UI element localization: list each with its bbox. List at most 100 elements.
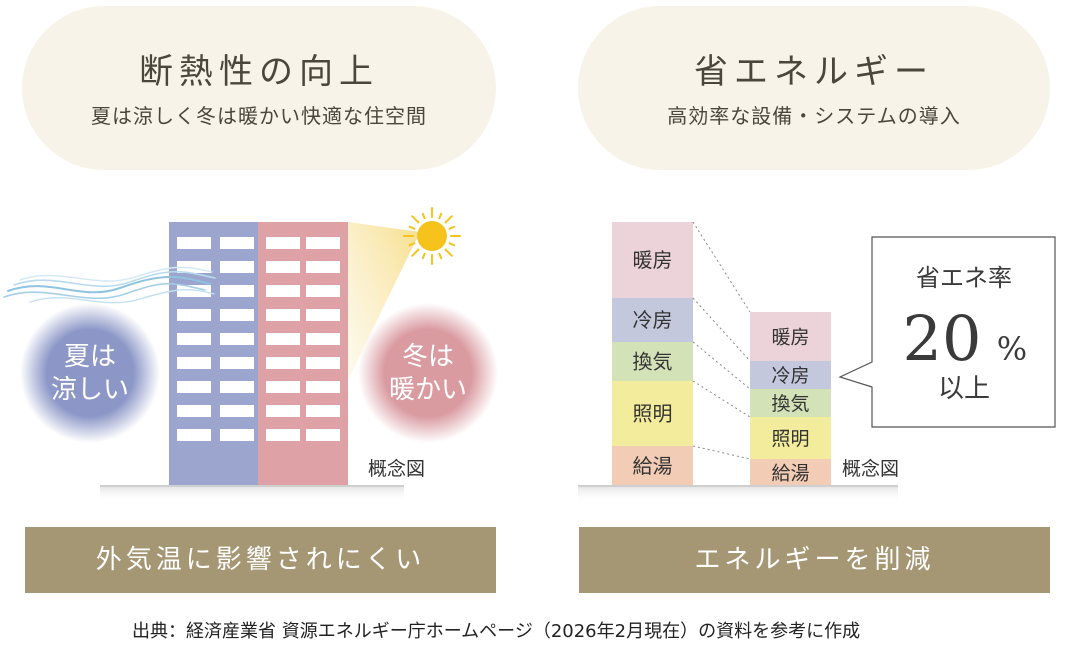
- sun-ray: [408, 242, 416, 247]
- window: [266, 261, 300, 273]
- window: [220, 285, 254, 297]
- ground-shadow: [100, 486, 404, 502]
- summer-label-line2: 涼しい: [51, 375, 129, 405]
- window: [220, 261, 254, 273]
- sun-ray: [411, 248, 420, 257]
- sunlight-beam: [348, 222, 420, 380]
- savings-callout-unit: %: [997, 330, 1027, 368]
- cool-glow: [20, 303, 160, 443]
- window: [306, 333, 340, 345]
- sun-ray: [408, 225, 416, 230]
- insulation-subtitle: 夏は涼しく冬は暖かい快適な住空間: [91, 104, 427, 128]
- window: [220, 237, 254, 249]
- ground-shadow: [578, 486, 898, 502]
- warm-glow: [358, 303, 498, 443]
- savings-callout-suffix: 以上: [938, 374, 990, 404]
- energy-reduction-diagram: 暖房冷房換気照明給湯 暖房冷房換気照明給湯 概念図 省エネ率 20 % 以上: [534, 190, 1068, 510]
- sun-ray: [411, 215, 420, 224]
- concept-diagram-note: 概念図: [842, 457, 899, 480]
- after-stack-segment: [750, 417, 831, 459]
- sun-ray: [438, 212, 443, 220]
- summer-label-line1: 夏は: [64, 342, 116, 372]
- window: [177, 333, 211, 345]
- before-stack-label: 冷房: [633, 308, 673, 332]
- sun-ray: [448, 242, 456, 247]
- window: [220, 429, 254, 441]
- wind-icon: [3, 266, 216, 304]
- window: [220, 333, 254, 345]
- before-stack-label: 換気: [633, 350, 673, 374]
- window: [306, 381, 340, 393]
- window: [306, 309, 340, 321]
- window: [177, 357, 211, 369]
- connector-line: [692, 380, 751, 418]
- sun-ray: [444, 248, 453, 257]
- window: [266, 285, 300, 297]
- window: [177, 429, 211, 441]
- after-stack-label: 給湯: [771, 462, 809, 484]
- energy-saving-banner: エネルギーを削減: [579, 527, 1050, 593]
- window: [266, 381, 300, 393]
- window: [220, 381, 254, 393]
- sun-ray: [444, 215, 453, 224]
- window: [266, 405, 300, 417]
- concept-diagram-note: 概念図: [368, 457, 425, 480]
- before-stack-segment: [612, 381, 693, 446]
- source-note: 出典：経済産業省 資源エネルギー庁ホームページ（2026年2月現在）の資料を参考…: [132, 621, 861, 642]
- window: [177, 285, 211, 297]
- window: [306, 405, 340, 417]
- sun-ray: [421, 212, 426, 220]
- savings-callout: [838, 236, 1056, 428]
- sun-ray: [421, 252, 426, 260]
- reduction-connectors: [692, 221, 751, 487]
- savings-callout-number: 20: [903, 302, 982, 375]
- after-stack-label: 換気: [771, 393, 809, 415]
- sun-icon: [403, 207, 461, 265]
- after-stack-label: 暖房: [771, 326, 809, 348]
- after-stack-segment: [750, 312, 831, 361]
- insulation-title: 断熱性の向上: [139, 52, 379, 92]
- winter-label-line2: 暖かい: [389, 375, 467, 405]
- insulation-diagram: 夏は 涼しい 冬は 暖かい 概念図: [0, 190, 534, 510]
- window: [220, 405, 254, 417]
- connector-line: [692, 445, 751, 460]
- before-stack-label: 給湯: [633, 454, 673, 478]
- window: [177, 405, 211, 417]
- insulation-header: 断熱性の向上 夏は涼しく冬は暖かい快適な住空間: [22, 6, 496, 170]
- connector-line: [692, 221, 751, 313]
- window: [177, 237, 211, 249]
- winter-label-line1: 冬は: [402, 342, 454, 372]
- window: [177, 309, 211, 321]
- after-stack-segment: [750, 459, 831, 486]
- insulation-illustration: 夏は 涼しい 冬は 暖かい 概念図: [3, 207, 498, 502]
- after-stack-label: 照明: [771, 428, 809, 450]
- after-stack-segment: [750, 389, 831, 417]
- window: [266, 357, 300, 369]
- window: [177, 381, 211, 393]
- energy-saving-header: 省エネルギー 高効率な設備・システムの導入: [578, 6, 1050, 170]
- window: [306, 357, 340, 369]
- sun-ray: [438, 252, 443, 260]
- after-stack-segment: [750, 361, 831, 389]
- building-windows: [177, 237, 340, 441]
- window: [220, 309, 254, 321]
- before-stack-segment: [612, 222, 693, 298]
- before-stack-segment: [612, 446, 693, 486]
- insulation-banner: 外気温に影響されにくい: [25, 527, 496, 593]
- before-stack-label: 暖房: [633, 248, 673, 272]
- window: [306, 237, 340, 249]
- connector-line: [692, 297, 751, 362]
- window: [266, 429, 300, 441]
- after-stack-label: 冷房: [771, 365, 809, 387]
- window: [306, 285, 340, 297]
- window: [306, 429, 340, 441]
- energy-saving-title: 省エネルギー: [694, 52, 934, 92]
- window: [220, 357, 254, 369]
- before-stack-label: 照明: [633, 402, 673, 426]
- window: [266, 309, 300, 321]
- energy-saving-subtitle: 高効率な設備・システムの導入: [667, 104, 961, 128]
- sun-ray: [448, 225, 456, 230]
